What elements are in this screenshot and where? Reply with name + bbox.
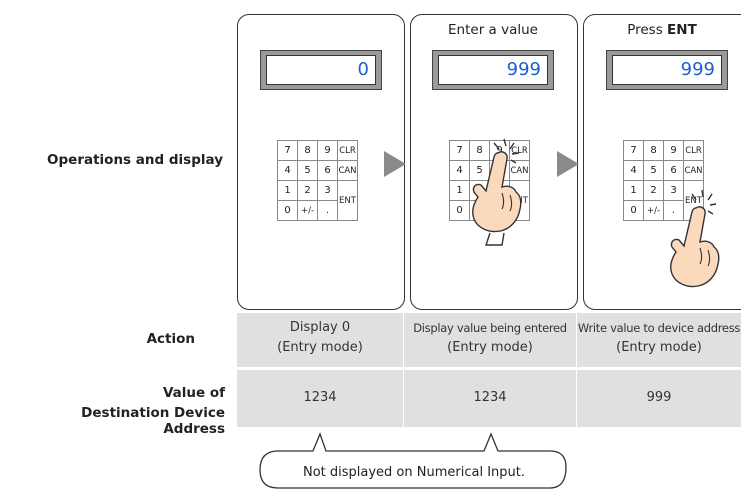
action-mode: (Entry mode) xyxy=(616,340,702,355)
keypad-key[interactable]: 0 xyxy=(623,200,644,221)
band-divider xyxy=(403,313,404,427)
keypad-key[interactable]: 7 xyxy=(277,140,298,161)
action-text: Write value to device address xyxy=(577,321,741,335)
keypad-key[interactable]: 4 xyxy=(623,160,644,181)
keypad-key[interactable]: 5 xyxy=(297,160,318,181)
step-title-2: Enter a value xyxy=(448,22,538,38)
hand-pointer-icon xyxy=(472,138,522,246)
keypad-key[interactable]: CLR xyxy=(337,140,358,161)
keypad-key[interactable]: 8 xyxy=(643,140,664,161)
keypad-key[interactable]: ENT xyxy=(337,180,358,221)
keypad-key[interactable]: 5 xyxy=(643,160,664,181)
keypad-key[interactable]: 9 xyxy=(317,140,338,161)
keypad-key[interactable]: 8 xyxy=(297,140,318,161)
step-title-3: Press ENT xyxy=(627,22,697,38)
numeric-display-3: 999 xyxy=(606,50,728,90)
display-value: 0 xyxy=(266,55,376,85)
value-band xyxy=(237,370,741,427)
band-divider xyxy=(576,313,577,427)
action-cell-2: Display value being entered (Entry mode) xyxy=(404,318,576,358)
keypad-key[interactable]: 1 xyxy=(623,180,644,201)
keypad-key[interactable]: 1 xyxy=(277,180,298,201)
keypad-key[interactable]: CAN xyxy=(337,160,358,181)
value-cell-3: 999 xyxy=(646,390,672,405)
keypad-key[interactable]: CAN xyxy=(509,160,530,181)
action-cell-3: Write value to device address (Entry mod… xyxy=(577,318,741,358)
numeric-display-1: 0 xyxy=(260,50,382,90)
keypad-key[interactable]: 2 xyxy=(297,180,318,201)
keypad-key[interactable]: CAN xyxy=(683,160,704,181)
keypad-key[interactable]: 0 xyxy=(277,200,298,221)
numeric-display-2: 999 xyxy=(432,50,554,90)
display-value: 999 xyxy=(612,55,722,85)
keypad-key[interactable]: 6 xyxy=(317,160,338,181)
action-band xyxy=(237,313,741,367)
callout-text: Not displayed on Numerical Input. xyxy=(302,465,525,480)
action-text: Display 0 xyxy=(289,320,351,335)
action-cell-1: Display 0 (Entry mode) xyxy=(237,318,403,358)
value-cell-2: 1234 xyxy=(473,390,507,405)
next-arrow-icon xyxy=(384,151,406,177)
keypad-key[interactable]: 7 xyxy=(623,140,644,161)
action-text: Display value being entered xyxy=(413,321,567,335)
row-label-action: Action xyxy=(146,331,195,347)
row-label-value-line1: Value of xyxy=(162,385,225,401)
keypad-key[interactable]: 6 xyxy=(663,160,684,181)
hand-pointer-icon xyxy=(670,189,720,288)
next-arrow-icon xyxy=(557,151,579,177)
keypad-key[interactable]: 4 xyxy=(277,160,298,181)
keypad-key[interactable]: 9 xyxy=(663,140,684,161)
action-mode: (Entry mode) xyxy=(277,340,363,355)
keypad-key[interactable]: . xyxy=(663,200,684,221)
value-cell-1: 1234 xyxy=(303,390,337,405)
keypad-key[interactable]: +/- xyxy=(297,200,318,221)
action-mode: (Entry mode) xyxy=(447,340,533,355)
callout-bubble xyxy=(259,432,567,489)
keypad-key[interactable]: 3 xyxy=(317,180,338,201)
keypad-key[interactable]: . xyxy=(317,200,338,221)
keypad-key[interactable]: CLR xyxy=(683,140,704,161)
row-label-operations: Operations and display xyxy=(47,152,223,168)
display-value: 999 xyxy=(438,55,548,85)
row-label-value-line2: Destination Device Address xyxy=(81,405,225,437)
